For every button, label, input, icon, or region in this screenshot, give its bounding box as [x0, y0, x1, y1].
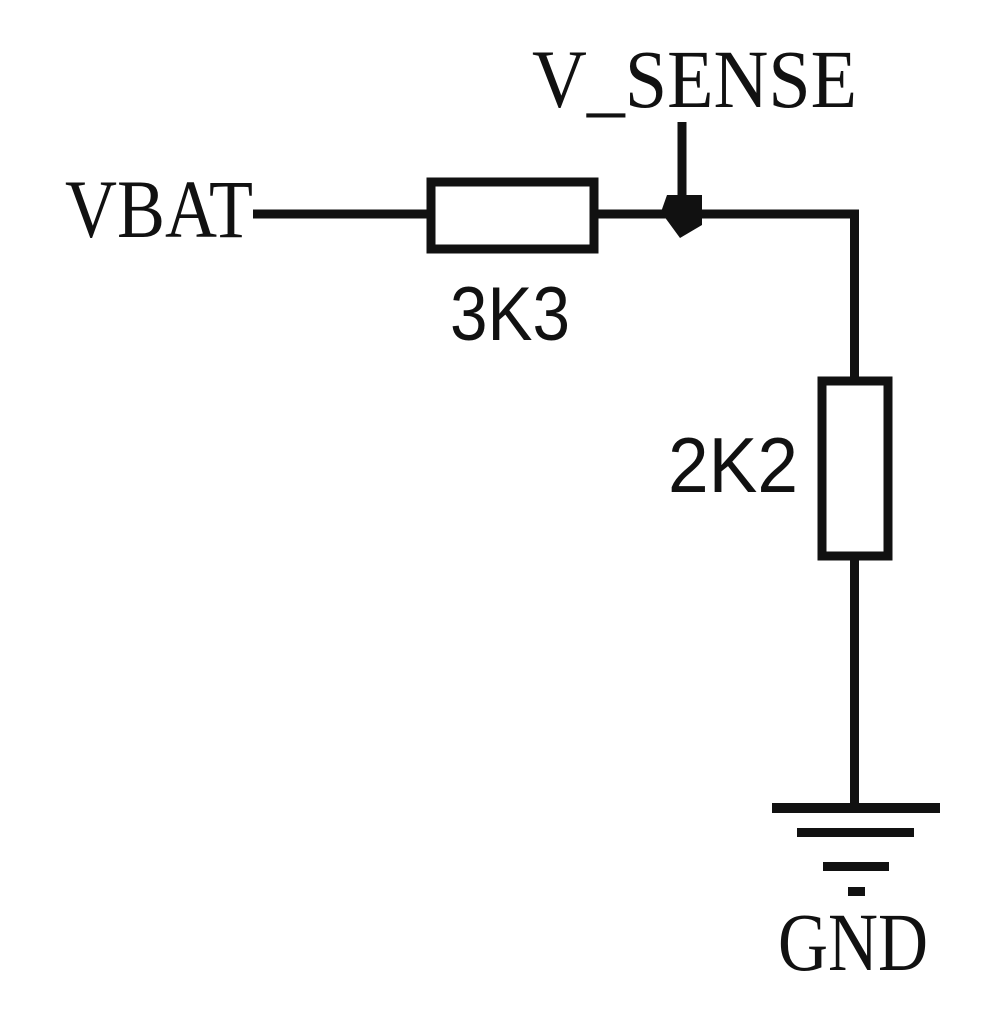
ground-bar-1 — [772, 803, 940, 813]
ground-bar-2 — [797, 828, 914, 837]
junction-node-icon — [661, 195, 702, 238]
ground-bar-4 — [848, 887, 865, 896]
resistor-2k2-value: 2K2 — [668, 421, 798, 509]
net-label-gnd: GND — [778, 896, 928, 988]
resistor-3k3-body — [426, 177, 599, 254]
resistor-3k3-value: 3K3 — [450, 272, 570, 357]
net-label-vsense: V_SENSE — [532, 33, 857, 125]
ground-bar-3 — [823, 862, 889, 871]
net-label-vbat: VBAT — [65, 163, 253, 255]
resistor-2k2-body — [817, 376, 893, 561]
ground-symbol-icon — [772, 803, 940, 896]
